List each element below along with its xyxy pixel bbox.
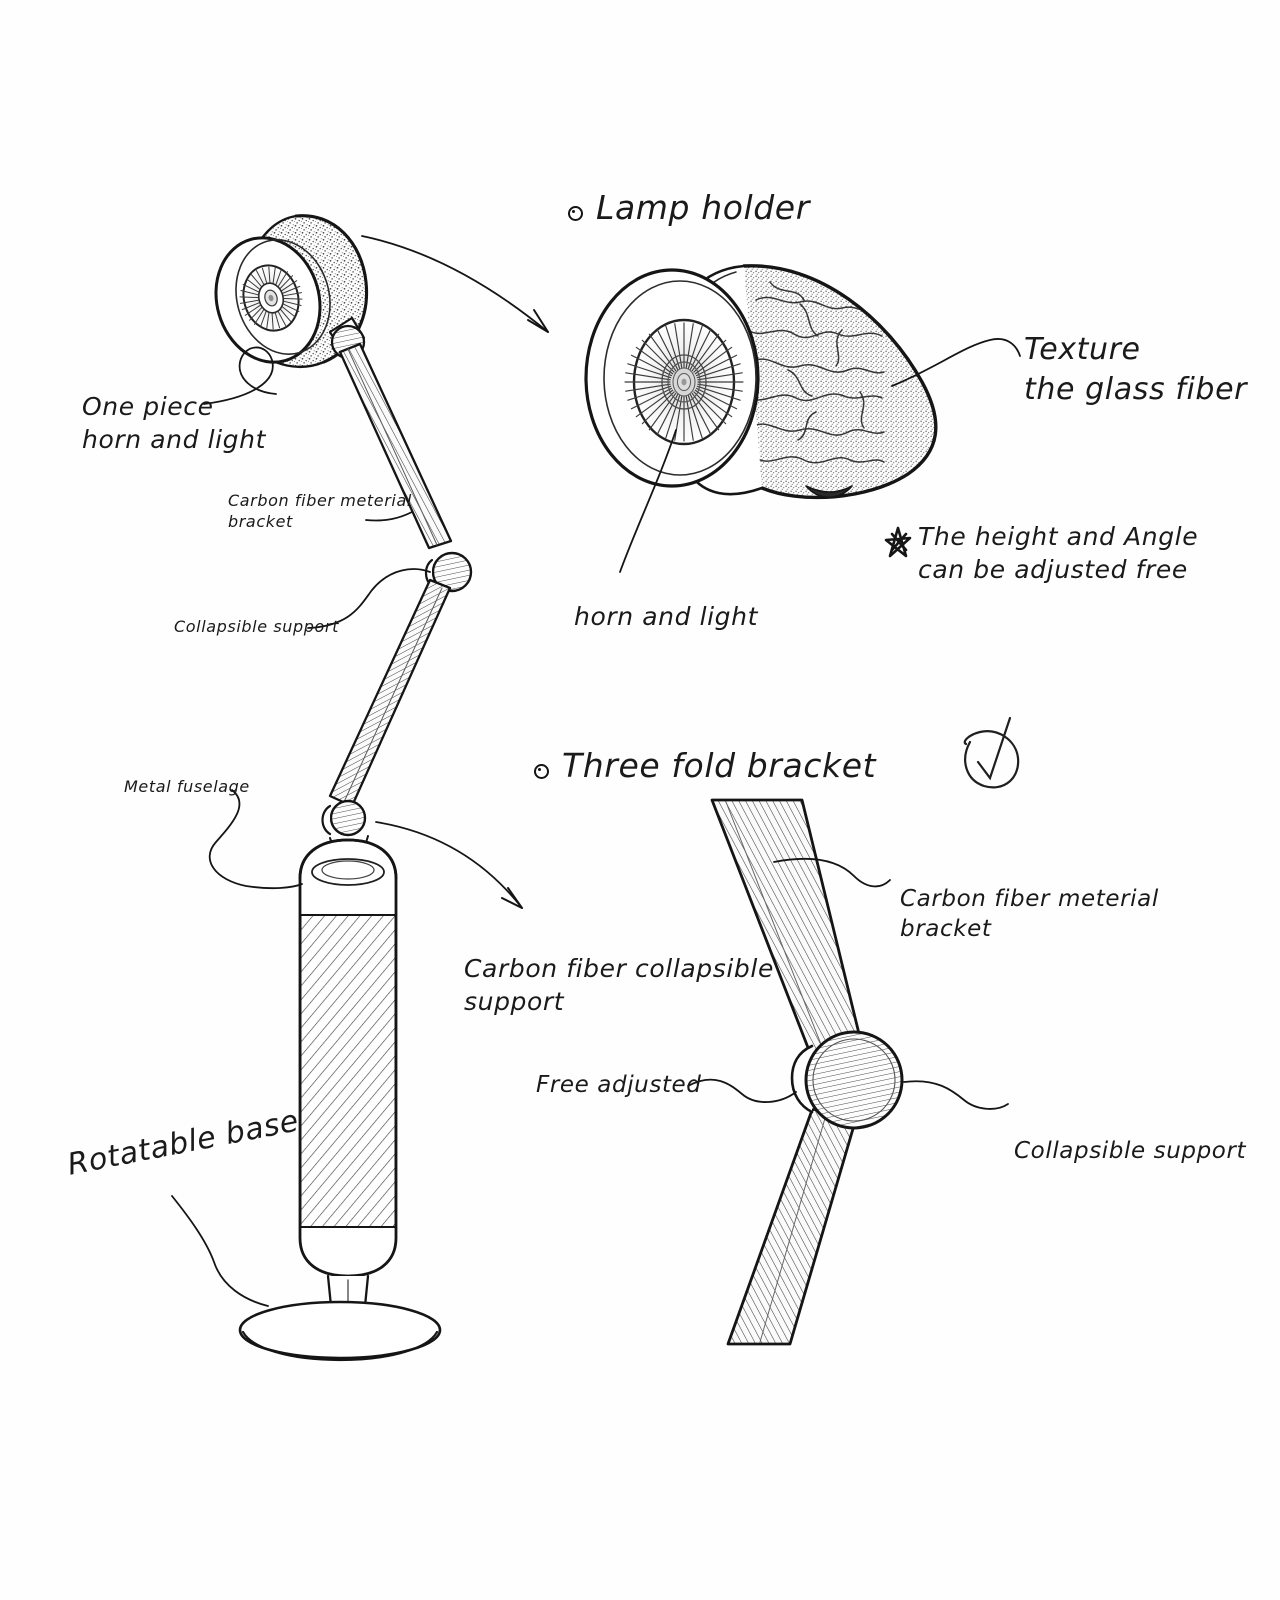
annotation-carbon-fiber-collapsible-support: Carbon fiber collapsible support — [464, 954, 774, 1016]
star-icon — [884, 526, 912, 558]
rotatable-base — [238, 1274, 442, 1362]
pivot-knob — [790, 1030, 904, 1130]
annotation-texture-the-glass-fiber: Texture the glass fiber — [1024, 332, 1248, 407]
annotation-horn-and-light: horn and light — [574, 602, 758, 631]
annotation-metal-fuselage: Metal fuselage — [124, 777, 250, 796]
bullet-three-fold-bracket — [534, 764, 549, 779]
leader-lines — [171, 235, 1021, 1307]
annotation-carbon-fiber-material-bracket-left: Carbon fiber meterial bracket — [228, 491, 412, 532]
leader-head-to-lamp-holder — [361, 235, 549, 333]
lamp-head-detail — [584, 264, 938, 500]
annotation-height-and-angle: The height and Angle can be adjusted fre… — [918, 522, 1199, 584]
metal-fuselage — [298, 838, 398, 1278]
annotation-collapsible-support-right: Collapsible support — [1014, 1138, 1247, 1164]
lamp-grille-detail-icon — [624, 318, 744, 446]
lamp-grille-icon — [239, 264, 303, 332]
leader-collapsible-left — [307, 568, 431, 629]
heading-three-fold-bracket: Three fold bracket — [562, 746, 877, 785]
circled-check-icon — [963, 716, 1020, 789]
leader-metal-fuselage — [208, 789, 303, 890]
leader-rotatable-base — [171, 1195, 269, 1307]
leader-free-adjusted — [687, 1078, 797, 1103]
full-lamp-assembly — [214, 214, 473, 1362]
annotation-carbon-fiber-material-bracket-right: Carbon fiber meterial bracket — [900, 886, 1159, 943]
upper-arm — [338, 342, 453, 550]
leader-one-piece — [203, 346, 277, 405]
leader-carbon-right — [773, 857, 891, 888]
bullet-lamp-holder — [568, 206, 583, 221]
lower-arm — [328, 578, 452, 808]
leader-collapsible-right — [903, 1080, 1009, 1110]
mid-joint — [424, 551, 473, 593]
annotation-free-adjusted: Free adjusted — [536, 1072, 702, 1098]
heading-lamp-holder: Lamp holder — [596, 188, 810, 227]
leader-texture — [891, 338, 1021, 387]
leader-carbon-left — [365, 511, 413, 522]
annotation-one-piece-horn-and-light: One piece horn and light — [82, 392, 266, 454]
bracket-joint-detail — [710, 798, 904, 1346]
leader-carbon-collapsible — [375, 821, 523, 909]
annotation-collapsible-support-left: Collapsible support — [174, 617, 339, 636]
leader-horn-and-light — [619, 429, 677, 573]
